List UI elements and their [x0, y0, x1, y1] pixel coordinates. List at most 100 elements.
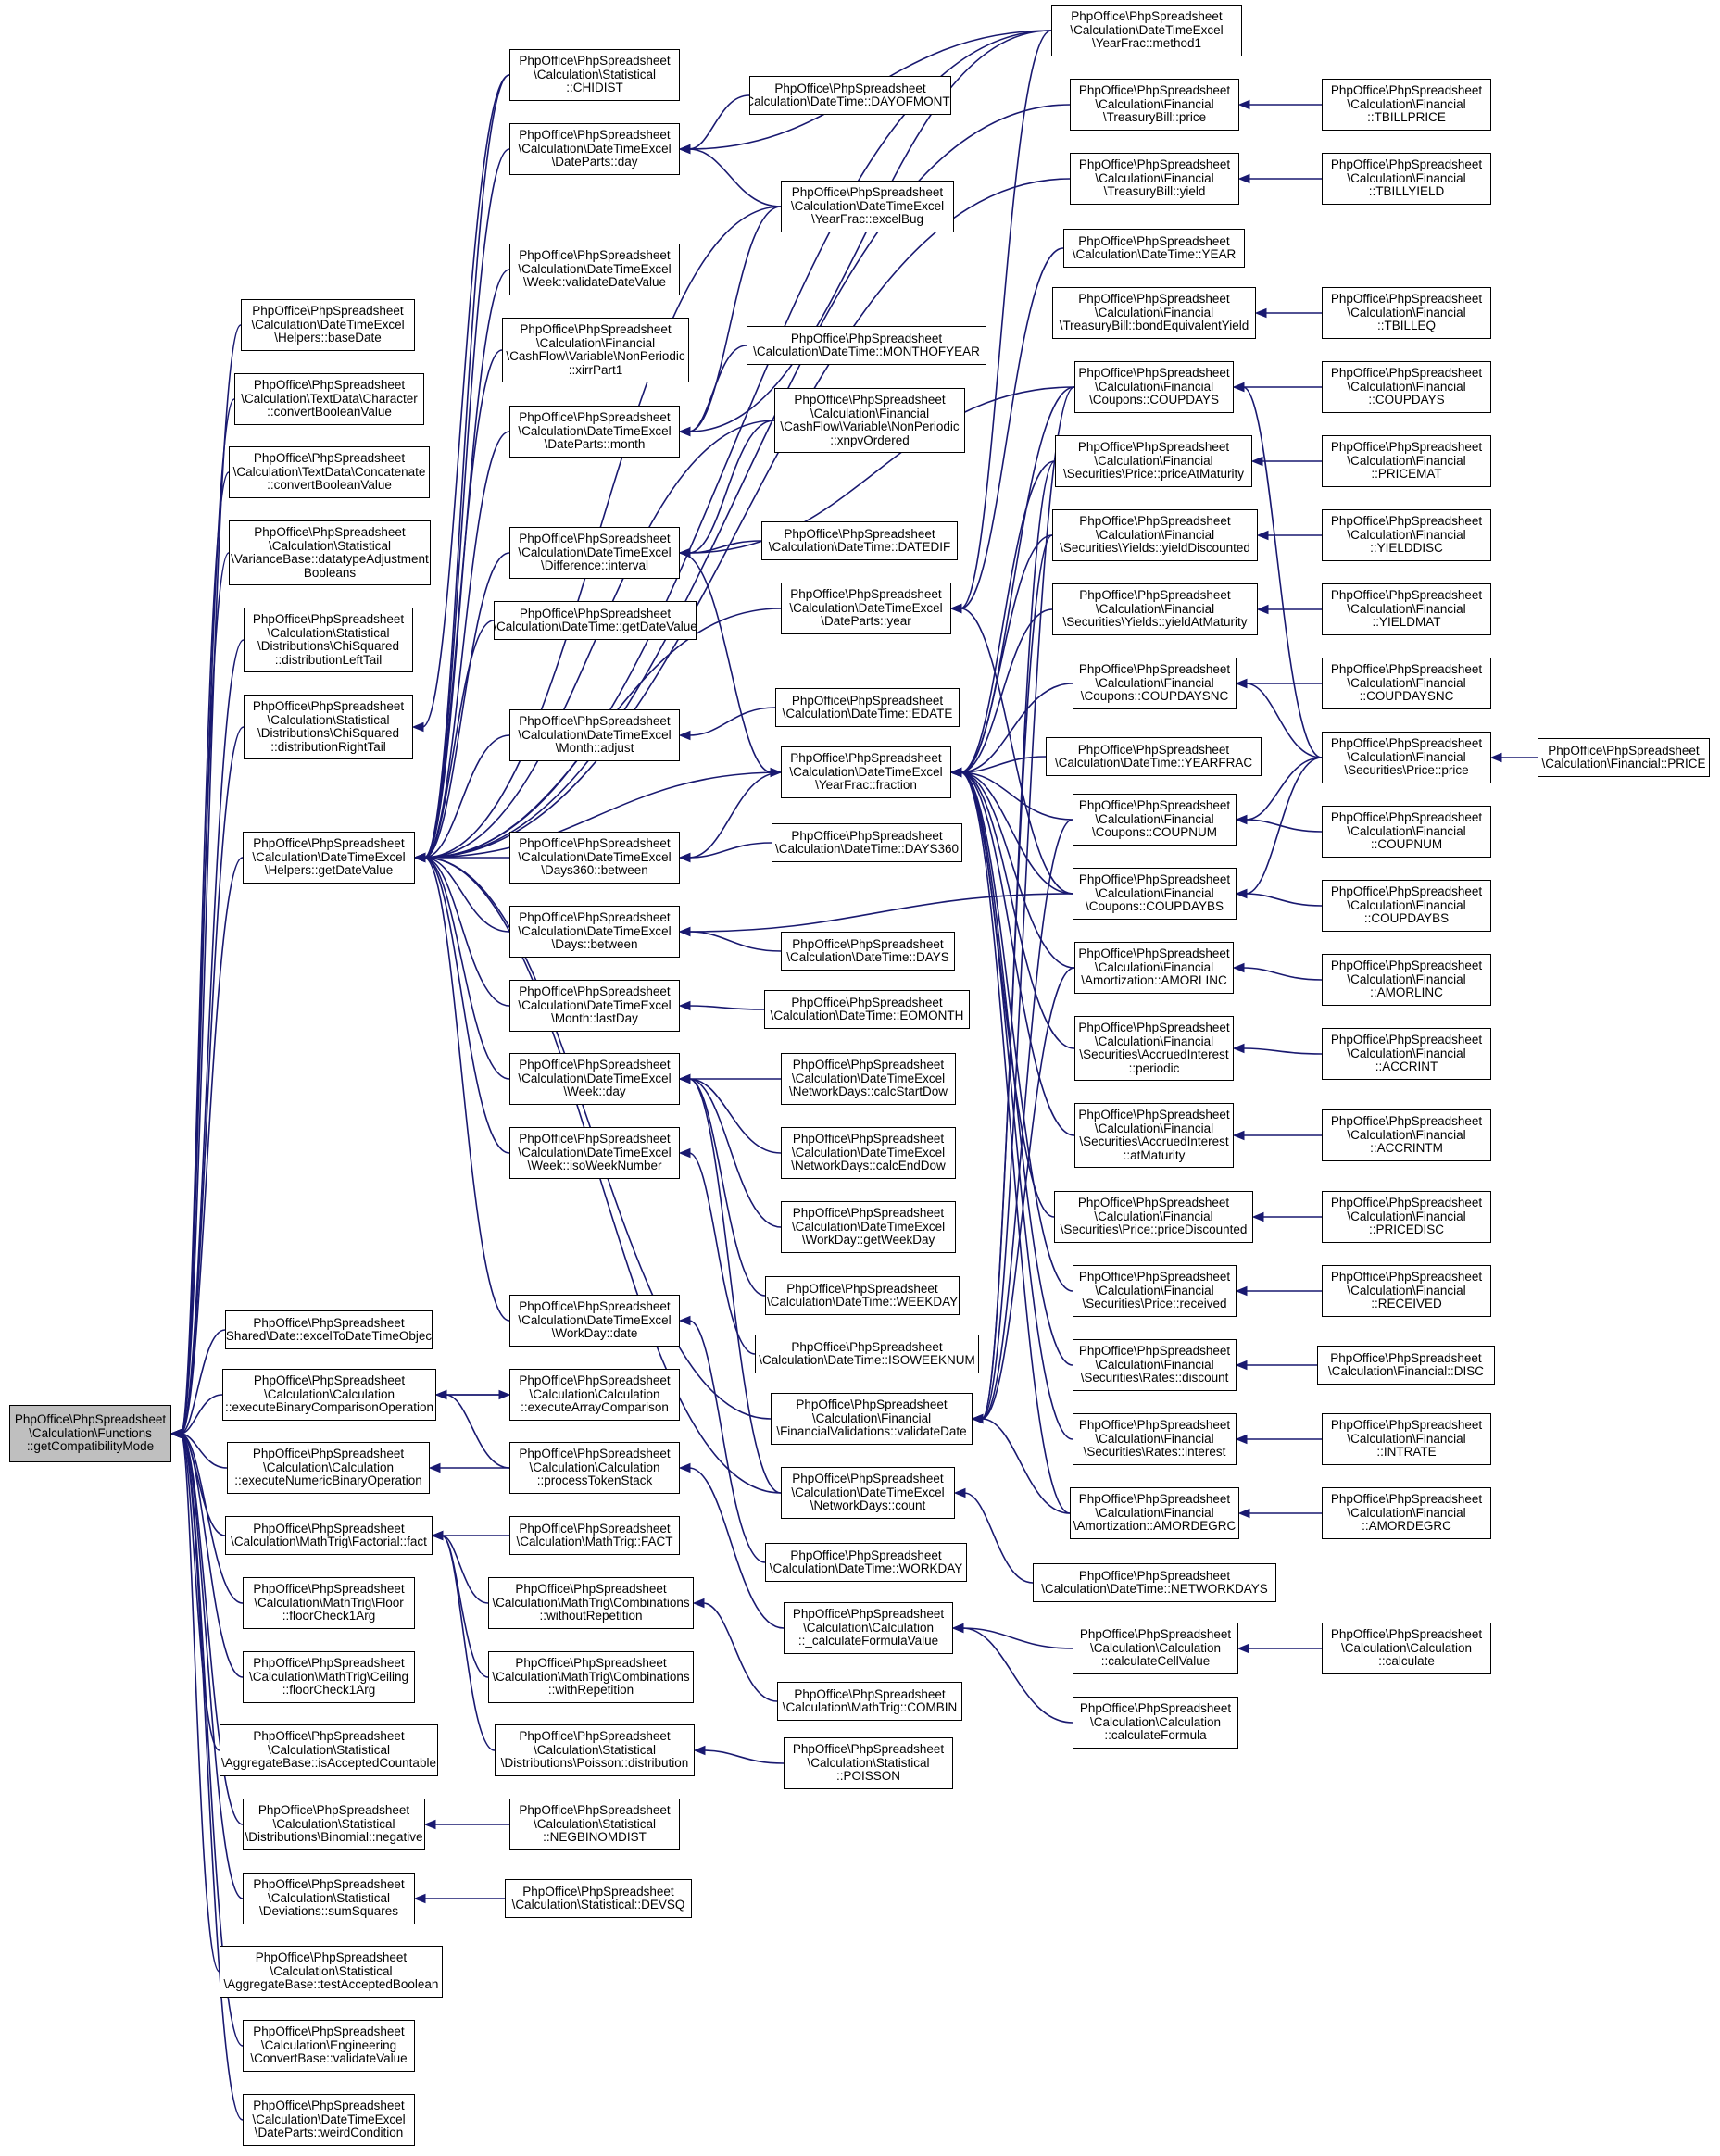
node-datePartsDay[interactable]: PhpOffice\PhpSpreadsheet \Calculation\Da…: [509, 123, 680, 175]
node-monthAdjust[interactable]: PhpOffice\PhpSpreadsheet \Calculation\Da…: [509, 709, 680, 761]
node-excelToDT[interactable]: PhpOffice\PhpSpreadsheet \Shared\Date::e…: [225, 1310, 433, 1349]
node-AMORLINC[interactable]: PhpOffice\PhpSpreadsheet \Calculation\Fi…: [1322, 954, 1491, 1006]
node-TBILLEQ[interactable]: PhpOffice\PhpSpreadsheet \Calculation\Fi…: [1322, 287, 1491, 339]
node-execNumeric[interactable]: PhpOffice\PhpSpreadsheet \Calculation\Ca…: [227, 1442, 430, 1494]
node-received[interactable]: PhpOffice\PhpSpreadsheet \Calculation\Fi…: [1073, 1265, 1237, 1317]
node-monthofyear[interactable]: PhpOffice\PhpSpreadsheet \Calculation\Da…: [747, 326, 986, 365]
node-floorCheck[interactable]: PhpOffice\PhpSpreadsheet \Calculation\Ma…: [243, 1577, 415, 1629]
node-dtGetDateValue[interactable]: PhpOffice\PhpSpreadsheet \Calculation\Da…: [494, 601, 697, 640]
node-chiRight[interactable]: PhpOffice\PhpSpreadsheet \Calculation\St…: [244, 695, 413, 759]
node-eomonth[interactable]: PhpOffice\PhpSpreadsheet \Calculation\Da…: [764, 990, 970, 1029]
node-monthLastDay[interactable]: PhpOffice\PhpSpreadsheet \Calculation\Da…: [509, 980, 680, 1032]
node-daysBetween[interactable]: PhpOffice\PhpSpreadsheet \Calculation\Da…: [509, 906, 680, 958]
node-workdayFn[interactable]: PhpOffice\PhpSpreadsheet \Calculation\Da…: [765, 1543, 967, 1582]
node-coupdaysncC[interactable]: PhpOffice\PhpSpreadsheet \Calculation\Fi…: [1073, 658, 1237, 709]
node-coupdaybsC[interactable]: PhpOffice\PhpSpreadsheet \Calculation\Fi…: [1073, 868, 1237, 920]
node-coupdaysC[interactable]: PhpOffice\PhpSpreadsheet \Calculation\Fi…: [1074, 361, 1234, 413]
node-getWeekDay[interactable]: PhpOffice\PhpSpreadsheet \Calculation\Da…: [781, 1201, 956, 1253]
node-year[interactable]: PhpOffice\PhpSpreadsheet \Calculation\Da…: [1063, 229, 1245, 268]
node-PRICEDISC[interactable]: PhpOffice\PhpSpreadsheet \Calculation\Fi…: [1322, 1191, 1491, 1243]
node-amordegrcA[interactable]: PhpOffice\PhpSpreadsheet \Calculation\Fi…: [1070, 1487, 1239, 1539]
node-binomNeg[interactable]: PhpOffice\PhpSpreadsheet \Calculation\St…: [243, 1799, 425, 1850]
node-PRICEMAT[interactable]: PhpOffice\PhpSpreadsheet \Calculation\Fi…: [1322, 435, 1491, 487]
node-ACCRINT[interactable]: PhpOffice\PhpSpreadsheet \Calculation\Fi…: [1322, 1028, 1491, 1080]
node-calcEndDow[interactable]: PhpOffice\PhpSpreadsheet \Calculation\Da…: [781, 1127, 956, 1179]
node-days[interactable]: PhpOffice\PhpSpreadsheet \Calculation\Da…: [781, 932, 955, 971]
node-edate[interactable]: PhpOffice\PhpSpreadsheet \Calculation\Da…: [775, 688, 960, 727]
node-calcCellValue[interactable]: PhpOffice\PhpSpreadsheet \Calculation\Ca…: [1073, 1623, 1238, 1674]
node-diffInterval[interactable]: PhpOffice\PhpSpreadsheet \Calculation\Da…: [509, 527, 680, 579]
node-ACCRINTM[interactable]: PhpOffice\PhpSpreadsheet \Calculation\Fi…: [1322, 1109, 1491, 1161]
node-testAccBool[interactable]: PhpOffice\PhpSpreadsheet \Calculation\St…: [220, 1946, 443, 1998]
node-varianceAdj[interactable]: PhpOffice\PhpSpreadsheet \Calculation\St…: [229, 520, 431, 585]
node-TBILLYIELD[interactable]: PhpOffice\PhpSpreadsheet \Calculation\Fi…: [1322, 153, 1491, 205]
node-datePartsYear[interactable]: PhpOffice\PhpSpreadsheet \Calculation\Da…: [781, 583, 951, 634]
node-baseDate[interactable]: PhpOffice\PhpSpreadsheet \Calculation\Da…: [241, 299, 415, 351]
node-tbillYield[interactable]: PhpOffice\PhpSpreadsheet \Calculation\Fi…: [1070, 153, 1239, 205]
node-weekDay[interactable]: PhpOffice\PhpSpreadsheet \Calculation\Da…: [509, 1053, 680, 1105]
node-datePartsMonth[interactable]: PhpOffice\PhpSpreadsheet \Calculation\Da…: [509, 406, 680, 458]
node-COUPNUM[interactable]: PhpOffice\PhpSpreadsheet \Calculation\Fi…: [1322, 806, 1491, 858]
node-AMORDEGRC[interactable]: PhpOffice\PhpSpreadsheet \Calculation\Fi…: [1322, 1487, 1491, 1539]
node-COUPDAYBS[interactable]: PhpOffice\PhpSpreadsheet \Calculation\Fi…: [1322, 880, 1491, 932]
node-PRICE[interactable]: PhpOffice\PhpSpreadsheet \Calculation\Fi…: [1538, 738, 1710, 777]
node-yearFracFraction[interactable]: PhpOffice\PhpSpreadsheet \Calculation\Da…: [781, 746, 951, 798]
node-sumSquares[interactable]: PhpOffice\PhpSpreadsheet \Calculation\St…: [243, 1873, 415, 1924]
node-calcFormula[interactable]: PhpOffice\PhpSpreadsheet \Calculation\Ca…: [1073, 1697, 1238, 1749]
node-devsq[interactable]: PhpOffice\PhpSpreadsheet \Calculation\St…: [505, 1879, 692, 1918]
node-DISC[interactable]: PhpOffice\PhpSpreadsheet \Calculation\Fi…: [1317, 1346, 1495, 1385]
node-method1[interactable]: PhpOffice\PhpSpreadsheet \Calculation\Da…: [1051, 5, 1242, 56]
node-validateDate[interactable]: PhpOffice\PhpSpreadsheet \Calculation\Fi…: [771, 1393, 973, 1445]
node-priceAtMat[interactable]: PhpOffice\PhpSpreadsheet \Calculation\Fi…: [1055, 435, 1252, 487]
node-yieldDisc[interactable]: PhpOffice\PhpSpreadsheet \Calculation\Fi…: [1052, 509, 1258, 561]
node-accrAtMat[interactable]: PhpOffice\PhpSpreadsheet \Calculation\Fi…: [1074, 1103, 1234, 1168]
node-calculate[interactable]: PhpOffice\PhpSpreadsheet \Calculation\Ca…: [1322, 1623, 1491, 1674]
node-poissonDist[interactable]: PhpOffice\PhpSpreadsheet \Calculation\St…: [495, 1724, 695, 1776]
node-tbillPrice[interactable]: PhpOffice\PhpSpreadsheet \Calculation\Fi…: [1070, 79, 1239, 131]
node-procToken[interactable]: PhpOffice\PhpSpreadsheet \Calculation\Ca…: [509, 1442, 680, 1494]
node-workDayDate[interactable]: PhpOffice\PhpSpreadsheet \Calculation\Da…: [509, 1295, 680, 1347]
node-days360[interactable]: PhpOffice\PhpSpreadsheet \Calculation\Da…: [772, 823, 962, 862]
node-priceDisc[interactable]: PhpOffice\PhpSpreadsheet \Calculation\Fi…: [1054, 1191, 1253, 1243]
node-charConvBool[interactable]: PhpOffice\PhpSpreadsheet \Calculation\Te…: [234, 373, 424, 425]
node-weirdCond[interactable]: PhpOffice\PhpSpreadsheet \Calculation\Da…: [243, 2094, 415, 2146]
node-calcStartDow[interactable]: PhpOffice\PhpSpreadsheet \Calculation\Da…: [781, 1053, 956, 1105]
node-concatConvBool[interactable]: PhpOffice\PhpSpreadsheet \Calculation\Te…: [229, 446, 430, 498]
node-yieldAtMat[interactable]: PhpOffice\PhpSpreadsheet \Calculation\Fi…: [1052, 583, 1258, 635]
node-COUPDAYS[interactable]: PhpOffice\PhpSpreadsheet \Calculation\Fi…: [1322, 361, 1491, 413]
node-execBinary[interactable]: PhpOffice\PhpSpreadsheet \Calculation\Ca…: [222, 1369, 436, 1421]
node-weekValidate[interactable]: PhpOffice\PhpSpreadsheet \Calculation\Da…: [509, 244, 680, 295]
node-days360Between[interactable]: PhpOffice\PhpSpreadsheet \Calculation\Da…: [509, 832, 680, 884]
node-TBILLPRICE[interactable]: PhpOffice\PhpSpreadsheet \Calculation\Fi…: [1322, 79, 1491, 131]
node-mtFact[interactable]: PhpOffice\PhpSpreadsheet \Calculation\Ma…: [509, 1516, 680, 1555]
node-calcFormulaValue[interactable]: PhpOffice\PhpSpreadsheet \Calculation\Ca…: [784, 1602, 953, 1654]
node-isAccCountable[interactable]: PhpOffice\PhpSpreadsheet \Calculation\St…: [220, 1724, 438, 1776]
node-YIELDDISC[interactable]: PhpOffice\PhpSpreadsheet \Calculation\Fi…: [1322, 509, 1491, 561]
node-getDateValue[interactable]: PhpOffice\PhpSpreadsheet \Calculation\Da…: [243, 832, 415, 884]
node-YIELDMAT[interactable]: PhpOffice\PhpSpreadsheet \Calculation\Fi…: [1322, 583, 1491, 635]
node-bondEquiv[interactable]: PhpOffice\PhpSpreadsheet \Calculation\Fi…: [1052, 287, 1256, 339]
node-root[interactable]: PhpOffice\PhpSpreadsheet \Calculation\Fu…: [9, 1405, 171, 1462]
node-secPrice[interactable]: PhpOffice\PhpSpreadsheet \Calculation\Fi…: [1322, 732, 1491, 783]
node-coupnumC[interactable]: PhpOffice\PhpSpreadsheet \Calculation\Fi…: [1073, 794, 1237, 846]
node-chidist[interactable]: PhpOffice\PhpSpreadsheet \Calculation\St…: [509, 49, 680, 101]
node-combWith[interactable]: PhpOffice\PhpSpreadsheet \Calculation\Ma…: [488, 1651, 694, 1703]
node-ratesDiscount[interactable]: PhpOffice\PhpSpreadsheet \Calculation\Fi…: [1073, 1339, 1237, 1391]
node-chiLeft[interactable]: PhpOffice\PhpSpreadsheet \Calculation\St…: [244, 608, 413, 672]
node-factorialFact[interactable]: PhpOffice\PhpSpreadsheet \Calculation\Ma…: [225, 1516, 433, 1555]
node-COUPDAYSNC[interactable]: PhpOffice\PhpSpreadsheet \Calculation\Fi…: [1322, 658, 1491, 709]
node-ratesInterest[interactable]: PhpOffice\PhpSpreadsheet \Calculation\Fi…: [1073, 1413, 1237, 1465]
node-ceilingCheck[interactable]: PhpOffice\PhpSpreadsheet \Calculation\Ma…: [243, 1651, 415, 1703]
node-validateValue[interactable]: PhpOffice\PhpSpreadsheet \Calculation\En…: [243, 2020, 415, 2072]
node-excelBug[interactable]: PhpOffice\PhpSpreadsheet \Calculation\Da…: [781, 181, 954, 232]
node-networkdays[interactable]: PhpOffice\PhpSpreadsheet \Calculation\Da…: [1033, 1563, 1276, 1602]
node-datedif[interactable]: PhpOffice\PhpSpreadsheet \Calculation\Da…: [761, 521, 958, 560]
node-poisson[interactable]: PhpOffice\PhpSpreadsheet \Calculation\St…: [784, 1737, 953, 1789]
node-accrPeriodic[interactable]: PhpOffice\PhpSpreadsheet \Calculation\Fi…: [1074, 1016, 1234, 1081]
node-amorlincA[interactable]: PhpOffice\PhpSpreadsheet \Calculation\Fi…: [1074, 942, 1234, 994]
node-combin[interactable]: PhpOffice\PhpSpreadsheet \Calculation\Ma…: [777, 1682, 962, 1721]
node-weekdayFn[interactable]: PhpOffice\PhpSpreadsheet \Calculation\Da…: [765, 1276, 960, 1315]
node-dayofmonth[interactable]: PhpOffice\PhpSpreadsheet \Calculation\Da…: [749, 76, 951, 115]
node-xirrPart1[interactable]: PhpOffice\PhpSpreadsheet \Calculation\Fi…: [502, 318, 689, 382]
node-combWithout[interactable]: PhpOffice\PhpSpreadsheet \Calculation\Ma…: [488, 1577, 694, 1629]
